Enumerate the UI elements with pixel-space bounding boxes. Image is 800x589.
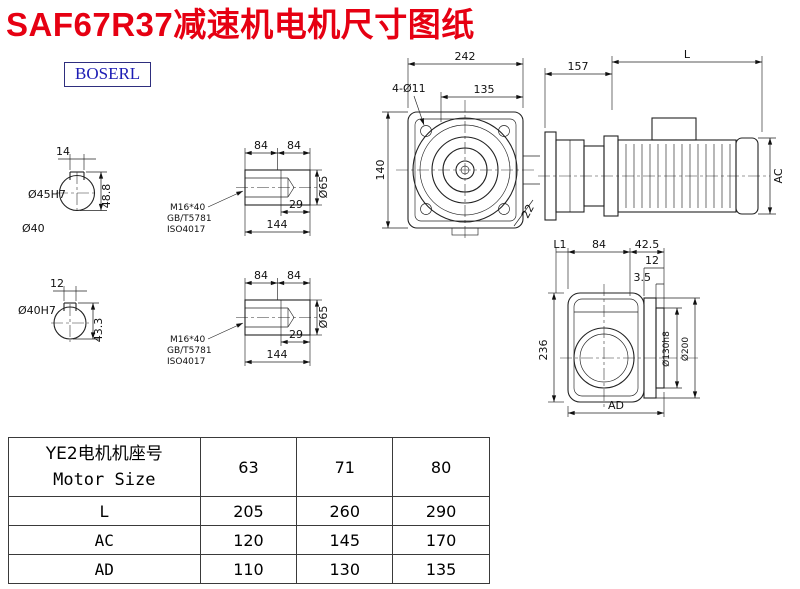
- dim-hub: 84: [592, 238, 606, 251]
- label-std2-2: ISO4017: [167, 357, 205, 367]
- row-header-cell: YE2电机机座号 Motor Size: [8, 437, 201, 497]
- motor-size-table: YE2电机机座号 Motor Size 63 71 80 L 205 260 2…: [8, 437, 490, 584]
- dim-front-height: 140: [374, 160, 387, 181]
- dim-plate: 12: [645, 254, 659, 267]
- label-bolt-holes: 4-Ø11: [392, 82, 426, 95]
- shaft-face-view-1: 14 Ø45H7 48.8 Ø40: [22, 145, 113, 235]
- frame-size-80: 80: [392, 437, 490, 497]
- dim-length-1: 144: [267, 218, 288, 231]
- row-label-L: L: [8, 496, 201, 526]
- table-header-row: YE2电机机座号 Motor Size 63 71 80: [8, 437, 490, 497]
- output-flange-view: L1 84 42.5 12 3.5 236 Ø130h8 Ø200 AD: [537, 238, 700, 417]
- dim-front-width: 242: [455, 50, 476, 63]
- value-L-71: 260: [296, 496, 394, 526]
- value-L-63: 205: [199, 496, 298, 526]
- value-AD-71: 130: [296, 554, 394, 584]
- dim-key-width-2: 12: [50, 277, 64, 290]
- dim-seg-a-2: 84: [254, 269, 268, 282]
- row-label-AC: AC: [8, 525, 201, 555]
- dim-seg-b-1: 84: [287, 139, 301, 152]
- dim-dia-2: Ø65: [317, 306, 330, 329]
- value-AC-63: 120: [199, 525, 298, 555]
- dim-spigot-dia: Ø130h8: [661, 331, 672, 367]
- label-screw-1: M16*40: [170, 203, 205, 213]
- dim-key-width-1: 14: [56, 145, 70, 158]
- dim-bore-depth-2: 29: [289, 328, 303, 341]
- brand-logo: BOSERL: [64, 62, 152, 87]
- dim-flange-off: 42.5: [635, 238, 660, 251]
- table-row-AC: AC 120 145 170: [8, 525, 490, 555]
- page-title: SAF67R37减速机电机尺寸图纸: [6, 6, 475, 43]
- dim-front-tilt: 22: [519, 202, 537, 220]
- gearmotor-side-view: 157 L AC: [538, 48, 785, 221]
- header-en: Motor Size: [53, 470, 156, 490]
- dim-gear-length: 157: [568, 60, 589, 73]
- dim-dia-1: Ø65: [317, 176, 330, 199]
- shaft-face-view-2: 12 Ø40H7 43.3: [18, 277, 105, 342]
- row-label-AD: AD: [8, 554, 201, 584]
- dim-bore-depth-1: 29: [289, 198, 303, 211]
- dim-key-depth-2: 43.3: [92, 318, 105, 343]
- value-AC-80: 170: [392, 525, 490, 555]
- value-AC-71: 145: [296, 525, 394, 555]
- label-std1-1: GB/T5781: [167, 214, 212, 224]
- frame-size-71: 71: [296, 437, 394, 497]
- value-L-80: 290: [392, 496, 490, 526]
- table-row-L: L 205 260 290: [8, 496, 490, 526]
- dim-l1: L1: [553, 238, 566, 251]
- label-bore-1: Ø45H7: [28, 188, 66, 201]
- dim-seg-a-1: 84: [254, 139, 268, 152]
- dim-output-width: AD: [608, 399, 624, 412]
- gearbox-front-view: 242 135 4-Ø11 140 22: [374, 50, 540, 240]
- dim-lip: 3.5: [634, 271, 652, 284]
- dim-length-2: 144: [267, 348, 288, 361]
- label-screw-2: M16*40: [170, 335, 205, 345]
- value-AD-80: 135: [392, 554, 490, 584]
- table-row-AD: AD 110 130 135: [8, 554, 490, 584]
- label-outer-dia-1: Ø40: [22, 222, 45, 235]
- label-bore-2: Ø40H7: [18, 304, 56, 317]
- dim-key-depth-1: 48.8: [100, 184, 113, 209]
- label-std1-2: GB/T5781: [167, 346, 212, 356]
- dim-front-span: 135: [474, 83, 495, 96]
- value-AD-63: 110: [199, 554, 298, 584]
- shaft-side-view-1: 84 84 29 144 Ø65 M16*40 GB/T5781 ISO4017: [167, 139, 330, 236]
- dim-output-height: 236: [537, 340, 550, 361]
- shaft-side-view-2: 84 84 29 144 Ø65 M16*40 GB/T5781 ISO4017: [167, 269, 330, 367]
- label-std2-1: ISO4017: [167, 225, 205, 235]
- dim-seg-b-2: 84: [287, 269, 301, 282]
- dim-motor-length: L: [684, 48, 691, 61]
- frame-size-63: 63: [199, 437, 298, 497]
- dim-motor-height: AC: [772, 168, 785, 183]
- dim-flange-dia: Ø200: [680, 337, 691, 362]
- header-cn: YE2电机机座号: [45, 444, 163, 464]
